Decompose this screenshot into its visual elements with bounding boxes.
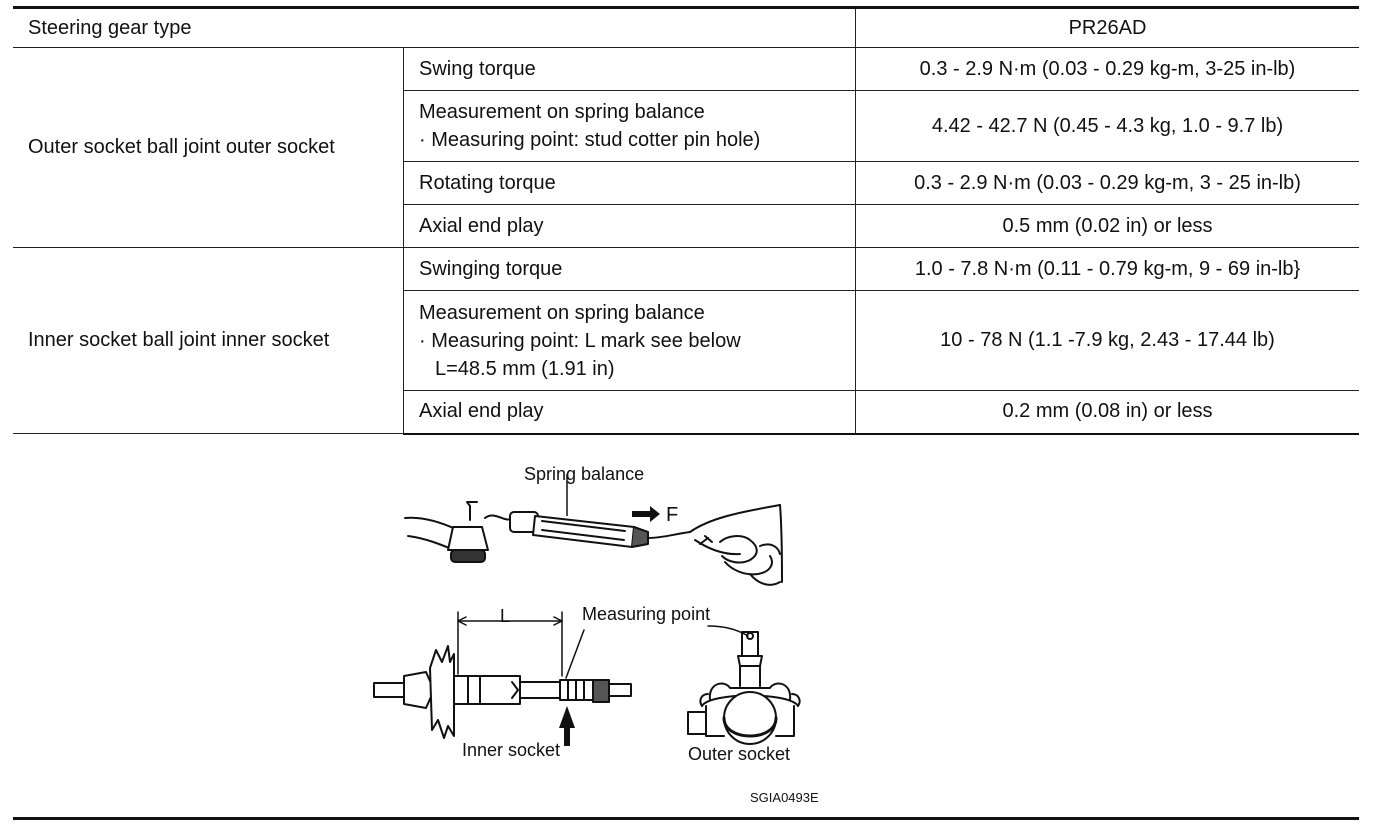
spec-table: Steering gear type PR26AD Outer socket b… [13, 6, 1359, 435]
row-item: Axial end play [403, 204, 856, 248]
l-mark-arrow-icon [559, 706, 575, 746]
row-value: 0.5 mm (0.02 in) or less [855, 204, 1359, 248]
table-row: Inner socket ball joint inner socket Swi… [13, 247, 1359, 434]
row-item-line: Measurement on spring balance [419, 301, 705, 324]
row-item: Swinging torque [403, 247, 856, 291]
inner-socket-group-label: Inner socket ball joint inner socket [13, 247, 404, 434]
spring-balance-label: Spring balance [524, 464, 645, 484]
table-header-row: Steering gear type PR26AD [13, 6, 1359, 48]
row-value: 10 - 78 N (1.1 -7.9 kg, 2.43 - 17.44 lb) [855, 290, 1359, 391]
figure-code: SGIA0493E [750, 790, 819, 805]
row-value: 1.0 - 7.8 N·m (0.11 - 0.79 kg-m, 9 - 69 … [855, 247, 1359, 291]
row-item: Swing torque [403, 47, 856, 91]
ball-joint-figure: Spring balance F L Measuring point Inner… [330, 450, 850, 820]
inner-socket-label: Inner socket [462, 740, 561, 760]
length-label: L [500, 606, 511, 626]
spring-balance-illustration [404, 501, 783, 586]
row-value: 4.42 - 42.7 N (0.45 - 4.3 kg, 1.0 - 9.7 … [855, 90, 1359, 162]
outer-socket-group-label: Outer socket ball joint outer socket [13, 47, 404, 248]
table-row: Measurement on spring balance · Measurin… [13, 90, 1359, 162]
table-row: Axial end play 0.2 mm (0.08 in) or less [13, 390, 1359, 435]
steering-gear-type-value: PR26AD [855, 6, 1359, 48]
steering-gear-type-label: Steering gear type [13, 6, 856, 48]
row-item: Rotating torque [403, 161, 856, 205]
row-item-line: · Measuring point: L mark see below [419, 329, 741, 352]
row-item: Measurement on spring balance · Measurin… [403, 90, 856, 162]
row-item: Axial end play [403, 390, 856, 435]
ball-joint-illustration [373, 474, 801, 746]
force-arrow-icon [632, 506, 660, 522]
measuring-point-label: Measuring point [582, 604, 711, 624]
table-row: Measurement on spring balance · Measurin… [13, 290, 1359, 391]
bottom-rule [13, 817, 1359, 820]
row-item: Measurement on spring balance · Measurin… [403, 290, 856, 391]
outer-socket-illustration [687, 625, 801, 745]
table-row: Outer socket ball joint outer socket Swi… [13, 47, 1359, 248]
inner-socket-illustration [373, 611, 632, 739]
row-item-line: L=48.5 mm (1.91 in) [435, 357, 615, 380]
outer-socket-label: Outer socket [688, 744, 791, 764]
row-value: 0.2 mm (0.08 in) or less [855, 390, 1359, 435]
row-value: 0.3 - 2.9 N·m (0.03 - 0.29 kg-m, 3-25 in… [855, 47, 1359, 91]
force-label: F [666, 504, 679, 526]
row-item-line: · Measuring point: stud cotter pin hole) [419, 129, 761, 151]
row-value: 0.3 - 2.9 N·m (0.03 - 0.29 kg-m, 3 - 25 … [855, 161, 1359, 205]
row-item-line: Measurement on spring balance [419, 101, 705, 123]
